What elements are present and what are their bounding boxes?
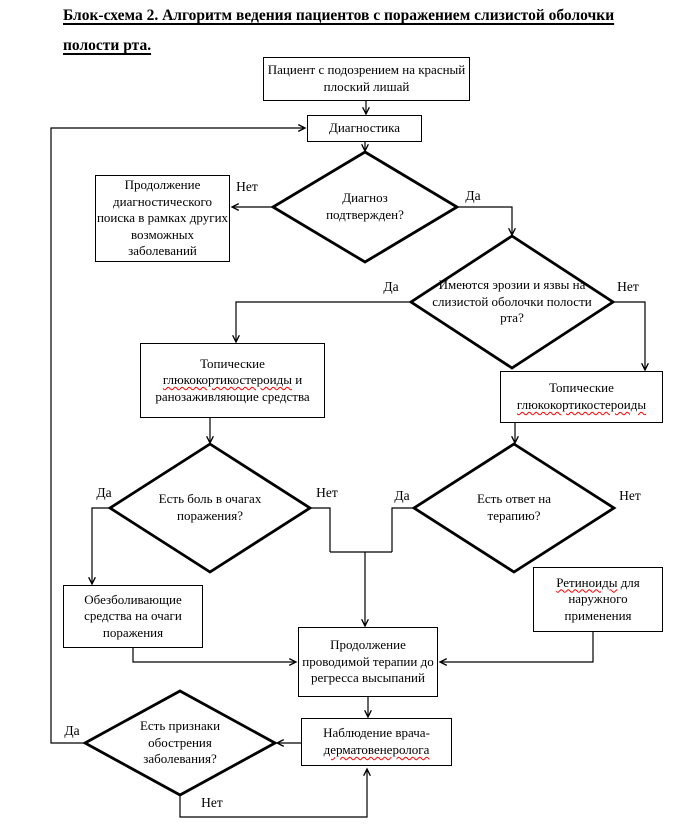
page-title: Блок-схема 2. Алгоритм ведения пациентов… (63, 1, 668, 61)
topical-combo-post: и ранозаживляющие средства (155, 372, 310, 404)
diamond-exacerbation-signs (82, 689, 278, 797)
connector-retinoids-to-continue (441, 632, 594, 662)
connector-d3-yes (92, 507, 110, 583)
diamond-diagnosis-confirmed (270, 150, 460, 264)
connector-d5-yes-feedback (50, 128, 304, 744)
connector-d2-no (613, 301, 645, 369)
node-diagnostics: Диагностика (307, 115, 422, 142)
node-retinoids-label: Ретиноиды для наружного применения (534, 575, 662, 625)
node-continue-therapy: Продолжение проводимой терапии до регрес… (298, 627, 438, 697)
retinoids-misspelled-word: Ретиноиды (556, 574, 618, 590)
connector-d1-yes (457, 206, 512, 234)
node-continue-search: Продолжение диагностического поиска в ра… (95, 175, 230, 262)
node-continue-search-label: Продолжение диагностического поиска в ра… (96, 176, 229, 259)
node-topical-combo: Топические глюкокортикостероиды и раноза… (140, 343, 325, 418)
connector-analgesics-to-continue (132, 648, 295, 662)
diamond-pain-in-lesions (107, 442, 313, 574)
node-analgesics-label: Обезболивающие средства на очаги поражен… (84, 591, 182, 640)
connector-group (50, 101, 645, 818)
retinoids-post: для наружного применения (564, 574, 640, 623)
node-observation: Наблюдение врача-дерматовенеролога (301, 718, 452, 766)
topical-combo-pre: Топические (200, 355, 265, 371)
connector-d4-yes (391, 507, 414, 552)
title-line-2: полости рта. (63, 37, 152, 54)
branch-label-d4-no: Нет (619, 488, 641, 503)
node-topical-combo-label: Топические глюкокортикостероиды и раноза… (141, 356, 324, 406)
node-diagnostics-label: Диагностика (328, 120, 400, 136)
branch-label-d5-no: Нет (201, 795, 223, 810)
node-start: Пациент с подозрением на красный плоский… (263, 57, 470, 101)
branch-label-d3-yes: Да (96, 485, 112, 500)
topical-gcs-pre: Топические (549, 380, 614, 396)
observation-pre: Наблюдение врача- (323, 725, 430, 741)
node-topical-gcs-label: Топические глюкокортикостероиды (501, 380, 662, 413)
node-start-label: Пациент с подозрением на красный плоский… (267, 62, 466, 94)
branch-label-d5-yes: Да (64, 723, 80, 738)
branch-label-d4-yes: Да (394, 488, 410, 503)
topical-gcs-misspelled-word: глюкокортикостероиды (516, 397, 647, 412)
diamond-group (82, 150, 617, 797)
topical-combo-misspelled-word: глюкокортикостероиды (162, 372, 292, 388)
diamond-therapy-response (411, 442, 617, 574)
node-analgesics: Обезболивающие средства на очаги поражен… (63, 585, 203, 648)
connector-d5-no-loop (179, 770, 367, 818)
node-continue-therapy-label: Продолжение проводимой терапии до регрес… (302, 637, 434, 686)
connector-d2-yes (236, 301, 411, 341)
title-line-1: Блок-схема 2. Алгоритм ведения пациентов… (63, 7, 615, 24)
branch-label-d2-no: Нет (617, 279, 639, 294)
node-observation-label: Наблюдение врача-дерматовенеролога (302, 725, 451, 758)
connector-d3-no (310, 507, 331, 552)
node-retinoids: Ретиноиды для наружного применения (533, 567, 663, 632)
node-topical-gcs: Топические глюкокортикостероиды (500, 371, 663, 423)
branch-label-d2-yes: Да (383, 279, 399, 294)
observation-misspelled-word: дерматовенеролога (323, 742, 430, 757)
branch-label-d1-yes: Да (465, 188, 481, 203)
branch-label-d3-no: Нет (316, 485, 338, 500)
branch-label-d1-no: Нет (236, 179, 258, 194)
diamond-erosions-ulcers (408, 234, 616, 370)
